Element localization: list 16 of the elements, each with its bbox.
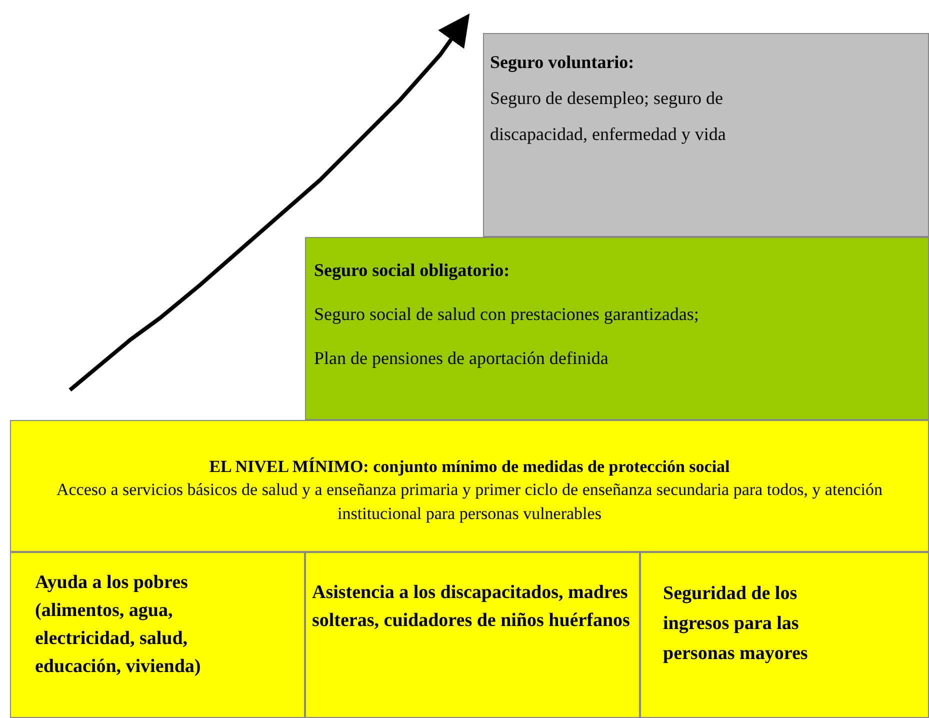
pillar-box [10,552,305,718]
pillar-label: Seguridad de los ingresos para las personas mayores [663,582,809,666]
body-text: Acceso a servicios básicos de salud y a enseñanza primaria y primer ciclo de enseñanza secundaria para todos, y atención institucional para personas vulnerables [55,479,884,525]
heading: Seguro voluntario: [490,51,636,74]
pillar-label: Ayuda a los pobres (alimentos, agua, electricidad, salud, educación, vivienda) [35,571,202,679]
body-text: Seguro de desempleo; seguro de discapacidad, enfermedad y vida [490,87,727,146]
pillar-label: Asistencia a los discapacitados, madres solteras, cuidadores de niños huérfanos [312,581,631,633]
body-text: Plan de pensiones de aportación definida [314,347,610,370]
heading: EL NIVEL MÍNIMO: conjunto mínimo de medidas de protección social [208,456,731,478]
tier-box [10,420,929,552]
tier-box [483,33,929,237]
tier-box [305,237,929,420]
body-text: Seguro social de salud con prestaciones garantizadas; [314,303,700,326]
pillar-box [640,552,929,718]
pillar-box [305,552,640,718]
heading: Seguro social obligatorio: [314,259,511,282]
